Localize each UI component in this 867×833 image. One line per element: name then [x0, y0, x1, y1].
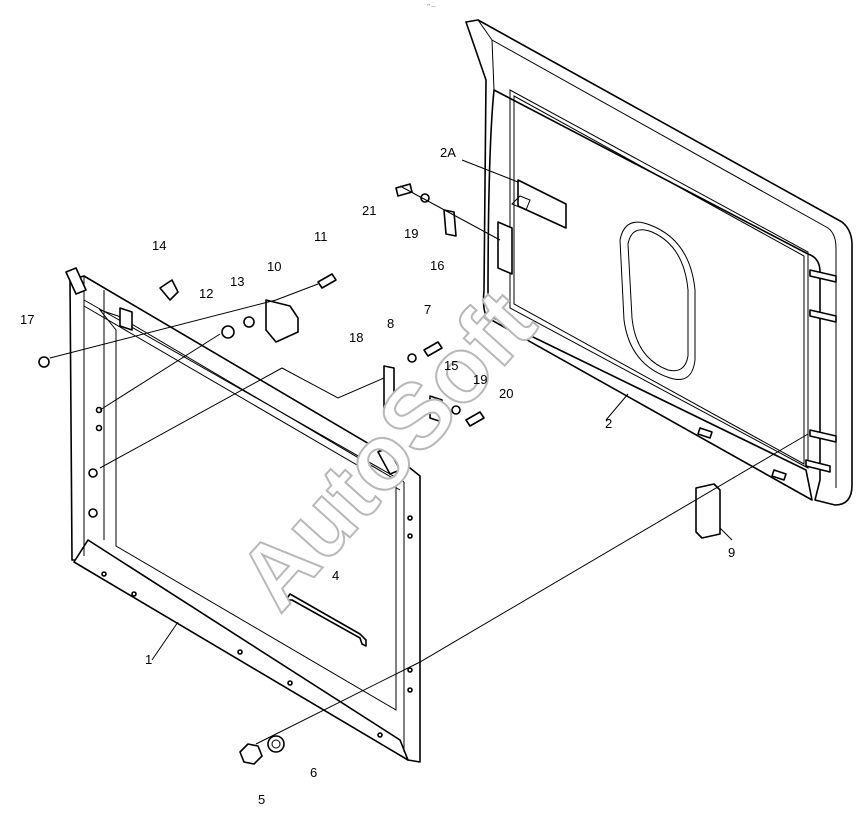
callout-18: 18 [349, 330, 363, 345]
screw-part-21 [395, 183, 413, 197]
nut-part-17 [38, 356, 50, 368]
callout-2a: 2A [440, 145, 456, 160]
block-part-9 [695, 483, 721, 539]
callout-4: 4 [332, 568, 339, 583]
callout-7: 7 [424, 302, 431, 317]
washer-part-13 [243, 316, 255, 328]
leader-lines [49, 159, 809, 745]
washer-part-12 [221, 325, 235, 339]
callout-16: 16 [430, 258, 444, 273]
bracket-part-18 [383, 365, 395, 411]
callout-10: 10 [267, 259, 281, 274]
corner-mark: °° — [427, 3, 435, 8]
hardware-parts [38, 183, 721, 765]
washer-part-6 [267, 735, 285, 753]
callout-8: 8 [387, 316, 394, 331]
callout-15: 15 [444, 358, 458, 373]
bracket-part-10 [265, 299, 299, 343]
rear-panel [465, 19, 853, 506]
bumper-part [159, 279, 179, 301]
callout-6: 6 [310, 765, 317, 780]
callout-19b: 19 [473, 372, 487, 387]
callout-11: 11 [314, 229, 328, 244]
callout-labels: 1 2 2A 4 5 6 7 8 9 10 11 12 13 14 15 16 … [20, 145, 735, 807]
callout-19a: 19 [404, 226, 418, 241]
front-frame [65, 267, 421, 763]
washer-part-8 [407, 353, 417, 363]
bracket-part-15 [429, 395, 443, 423]
callout-2: 2 [605, 416, 612, 431]
screw-part-7 [423, 341, 443, 357]
callout-12: 12 [199, 286, 213, 301]
rod-part [285, 593, 367, 647]
washer-part-19a [420, 193, 430, 203]
callout-13: 13 [230, 274, 244, 289]
nut-part-5 [239, 743, 263, 765]
callout-21: 21 [362, 203, 376, 218]
washer-part-19b [451, 405, 461, 415]
bracket-part-16 [443, 209, 457, 237]
callout-5: 5 [258, 792, 265, 807]
screw-part-20 [465, 411, 485, 427]
callout-17: 17 [20, 312, 34, 327]
callout-14: 14 [152, 238, 166, 253]
callout-9: 9 [728, 545, 735, 560]
screw-part-11 [317, 273, 337, 289]
callout-20: 20 [499, 386, 513, 401]
callout-1: 1 [145, 652, 152, 667]
